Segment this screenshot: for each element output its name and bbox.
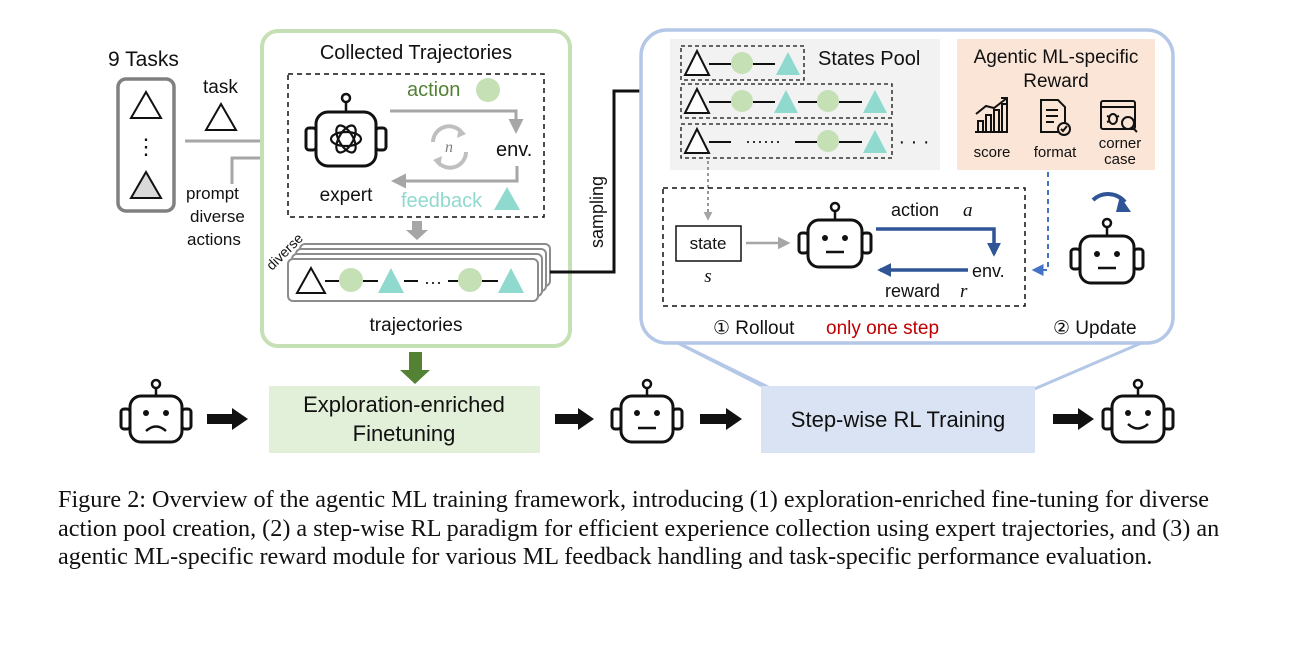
feedback-arrow — [391, 166, 519, 189]
rl-training-label: Step-wise RL Training — [791, 407, 1005, 432]
states-pool-bg — [670, 39, 940, 170]
reward-module-bg — [957, 39, 1155, 170]
finetune-line2: Finetuning — [353, 421, 456, 446]
zoom-line-right — [1031, 336, 1154, 392]
action-arrow — [390, 109, 524, 134]
rollout-step-label: ① Rollout — [713, 318, 795, 339]
rl-training-box — [761, 386, 1035, 453]
rollout-action-arrow — [876, 227, 1001, 257]
trajectory-stack — [287, 243, 551, 302]
rollout-action-label: action — [891, 200, 939, 220]
rollout-env-label: env. — [972, 261, 1005, 281]
pipeline-arrow-4 — [1053, 408, 1094, 430]
corner-label-line2: case — [1104, 151, 1136, 168]
collect-down-arrow — [406, 221, 428, 240]
task-input-triangle-icon — [204, 101, 238, 131]
states-row-ellipsis: ······ — [745, 131, 781, 151]
state-box — [675, 225, 742, 262]
update-label: ② Update — [1053, 318, 1137, 339]
states-row-1 — [680, 45, 805, 81]
robot-neutral-icon — [610, 378, 684, 444]
expert-label: expert — [320, 185, 374, 206]
finetune-box — [269, 386, 540, 453]
rollout-box — [662, 187, 1026, 307]
env-label: env. — [496, 139, 532, 161]
prompt-line1: prompt — [186, 184, 239, 203]
prompt-line3: actions — [187, 230, 241, 249]
reward-variable: r — [960, 281, 968, 302]
collected-trajectories-panel: Collected Trajectories expert action env… — [260, 29, 572, 348]
states-more-ellipsis: · · · — [898, 131, 929, 153]
pipeline-arrow-2 — [555, 408, 594, 430]
task-triangle-dotted-icon — [129, 169, 163, 199]
format-document-icon — [1040, 99, 1071, 136]
feedback-label: feedback — [401, 190, 483, 212]
robot-happy-icon — [1101, 378, 1175, 444]
pipeline-arrow-3 — [700, 408, 742, 430]
expert-model-icon — [304, 92, 388, 168]
state-label: state — [690, 234, 727, 253]
state-variable: s — [704, 266, 711, 287]
task-label: task — [203, 77, 238, 98]
tasks-box — [116, 77, 176, 213]
reward-title-line2: Reward — [1023, 71, 1088, 92]
tasks-title: 9 Tasks — [108, 48, 179, 71]
zoom-line-left — [667, 336, 771, 392]
finetune-down-arrow — [400, 352, 430, 384]
figure-caption: Figure 2: Overview of the agentic ML tra… — [58, 486, 1220, 570]
action-circle-icon — [476, 78, 500, 102]
policy-robot-icon — [797, 201, 873, 269]
task-triangle-icon — [129, 89, 163, 119]
action-label: action — [407, 79, 460, 101]
rollout-reward-label: reward — [885, 281, 940, 301]
collected-title: Collected Trajectories — [320, 42, 512, 64]
states-row-2 — [680, 83, 893, 119]
loop-icon — [431, 124, 468, 170]
loop-count: n — [445, 139, 453, 156]
corner-label-line1: corner — [1099, 135, 1142, 152]
update-robot-icon — [1069, 192, 1145, 285]
trajectories-label: trajectories — [370, 315, 463, 336]
tasks-dots: ⋮ — [135, 134, 157, 159]
sampling-arrow — [550, 83, 664, 274]
sampling-label: sampling — [587, 176, 607, 248]
rollout-step-highlight: only one step — [826, 318, 939, 339]
trajectory-ellipsis: ··· — [424, 272, 442, 292]
expert-loop-box — [287, 73, 545, 218]
finetune-line1: Exploration-enriched — [303, 392, 505, 417]
feedback-triangle-icon — [494, 187, 520, 210]
robot-sad-icon — [119, 378, 193, 444]
score-chart-icon — [975, 97, 1008, 133]
reward-title-line1: Agentic ML-specific — [974, 47, 1139, 68]
corner-case-bug-icon — [1100, 100, 1138, 133]
states-pool-title: States Pool — [818, 48, 920, 70]
format-label: format — [1034, 144, 1077, 161]
prompt-line2: diverse — [190, 207, 245, 226]
states-row-3 — [680, 123, 893, 159]
action-variable: a — [963, 200, 973, 221]
rl-detail-panel: States Pool — [639, 28, 1175, 392]
tasks-section: 9 Tasks ⋮ task prompt diverse actions — [108, 48, 299, 249]
score-label: score — [974, 144, 1011, 161]
pipeline-arrow-1 — [207, 408, 248, 430]
